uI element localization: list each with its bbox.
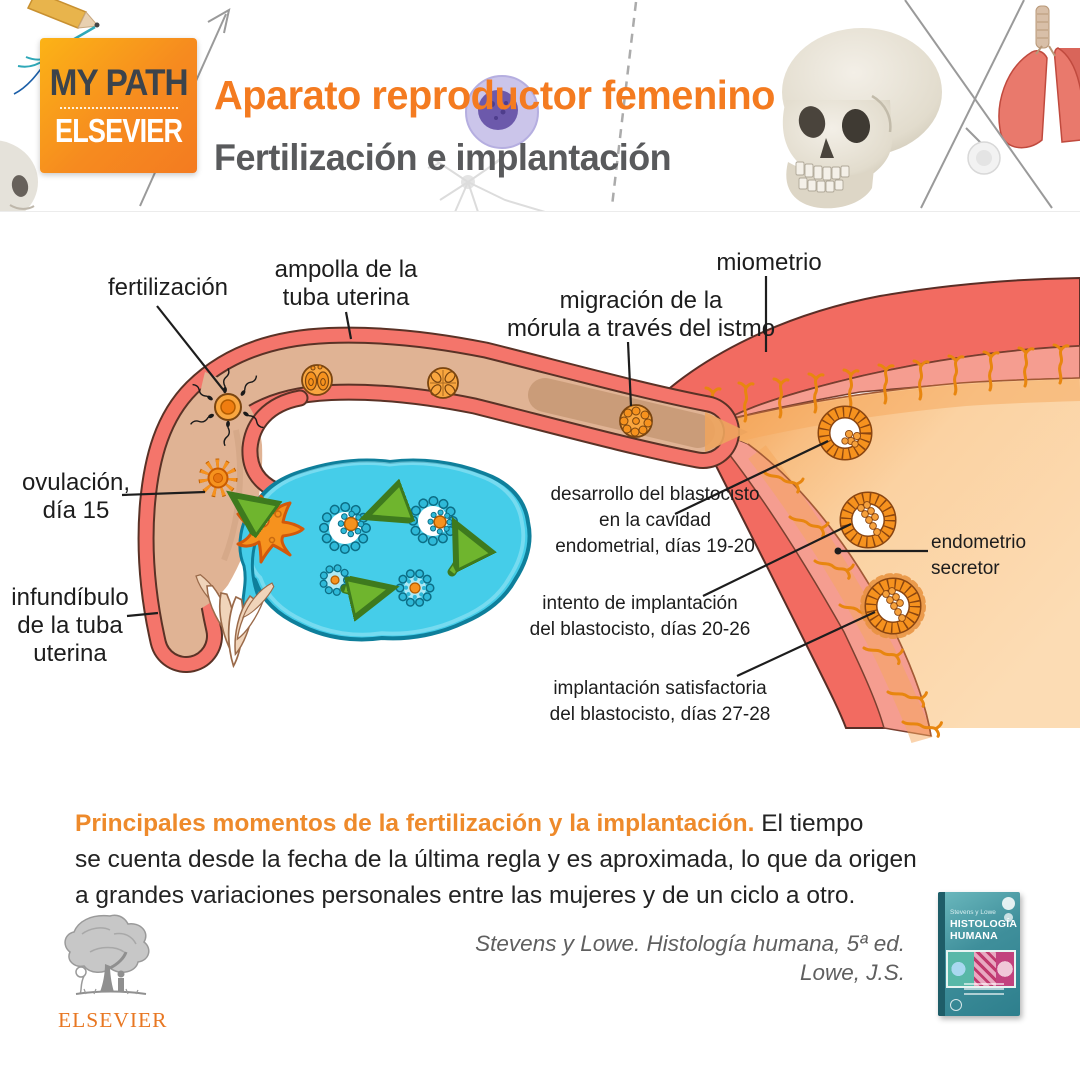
label-migracion: migración de la mórula a través del istm…: [506, 287, 776, 343]
my-path-elsevier-logo: MY PATH ELSEVIER: [40, 38, 197, 173]
lining-edge-top: [694, 377, 1080, 429]
caption-body: El tiempo se cuenta desde la fecha de la…: [75, 809, 917, 909]
book-spine: [938, 892, 945, 1016]
tube-uterus-junction: [705, 412, 748, 452]
small-skull-icon: [0, 140, 38, 212]
ovarian-follicles: [319, 496, 458, 608]
label-endometrio-secretor: endometrio secretor: [931, 532, 1027, 579]
citation-line1: Stevens y Lowe. Histología humana, 5ª ed…: [475, 931, 905, 956]
book-author-lines: [964, 980, 1004, 998]
caption-highlight: Principales momentos de la fertilización…: [75, 809, 755, 837]
skull-icon: [782, 28, 942, 209]
ovarian-cycle-arrows: [239, 500, 462, 592]
book-cover-image: [946, 950, 1016, 988]
elsevier-wordmark: ELSEVIER: [58, 1008, 168, 1032]
cavity-glow-top: [697, 379, 1080, 451]
book-authors-small: Stevens y Lowe: [950, 909, 996, 916]
label-infundibulo: infundíbulo de la tuba uterina: [11, 584, 129, 668]
fallopian-tube: [137, 326, 740, 673]
neuron-icon: [427, 154, 546, 212]
blastocyst-attaching: [839, 491, 897, 549]
label-intento-implantacion: intento de implantación del blastocisto,…: [529, 593, 751, 640]
header-divider: [0, 211, 1080, 212]
morula: [619, 404, 653, 438]
elsevier-logo: ELSEVIER: [58, 912, 168, 1033]
four-cell-stage: [427, 367, 459, 399]
lungs-icon: [998, 5, 1080, 149]
label-fertilizacion: fertilización: [107, 274, 229, 301]
logo-line1: MY PATH: [49, 62, 188, 103]
book-cover: Stevens y Lowe HISTOLOGÍA HUMANA: [938, 892, 1020, 1016]
book-title-line1: HISTOLOGÍA: [950, 918, 1018, 930]
leader-lines: [121, 276, 928, 677]
citation: Stevens y Lowe. Histología humana, 5ª ed…: [475, 929, 905, 988]
citation-line2: Lowe, J.S.: [799, 960, 905, 986]
purple-cell-icon: [465, 75, 539, 149]
label-miometrio: miometrio: [716, 249, 822, 276]
book-title-line2: HUMANA: [950, 930, 998, 942]
figure-caption: Principales momentos de la fertilización…: [75, 806, 1035, 914]
blastocyst-implanted: [860, 573, 926, 639]
logo-line2: ELSEVIER: [54, 112, 183, 149]
label-ampolla: ampolla de la tuba uterina: [274, 256, 418, 312]
label-implantacion-satisfactoria: implantación satisfactoria del blastocis…: [549, 678, 771, 725]
book-badge-icon: [1002, 897, 1015, 910]
header-decorations: [0, 0, 1080, 212]
elsevier-tree-icon: [64, 914, 150, 995]
dashed-line-icon: [610, 1, 638, 207]
book-badge2-icon: [1004, 913, 1013, 922]
label-desarrollo-blastocisto: desarrollo del blastocisto en la cavidad…: [550, 484, 760, 557]
leader-dot: [834, 547, 842, 555]
label-ovulacion: ovulación, día 15: [21, 469, 131, 525]
fertilization-implantation-diagram: [121, 276, 1080, 744]
logo-divider: [59, 107, 178, 109]
blastocyst-free: [817, 405, 873, 461]
header: MY PATH ELSEVIER Aparato reproductor fem…: [0, 0, 1080, 212]
page-subtitle: Fertilización e implantación: [214, 137, 672, 178]
ovulated-egg: [198, 458, 238, 498]
tube-inner-rim: [241, 389, 309, 499]
page-title: Aparato reproductor femenino: [214, 72, 775, 118]
fertilization-cell: [189, 367, 266, 447]
book-publisher-mark: [950, 999, 962, 1011]
white-cell-nucleus: [976, 150, 992, 166]
uterine-cavity: [695, 378, 1080, 728]
two-cell-stage: [301, 364, 333, 396]
